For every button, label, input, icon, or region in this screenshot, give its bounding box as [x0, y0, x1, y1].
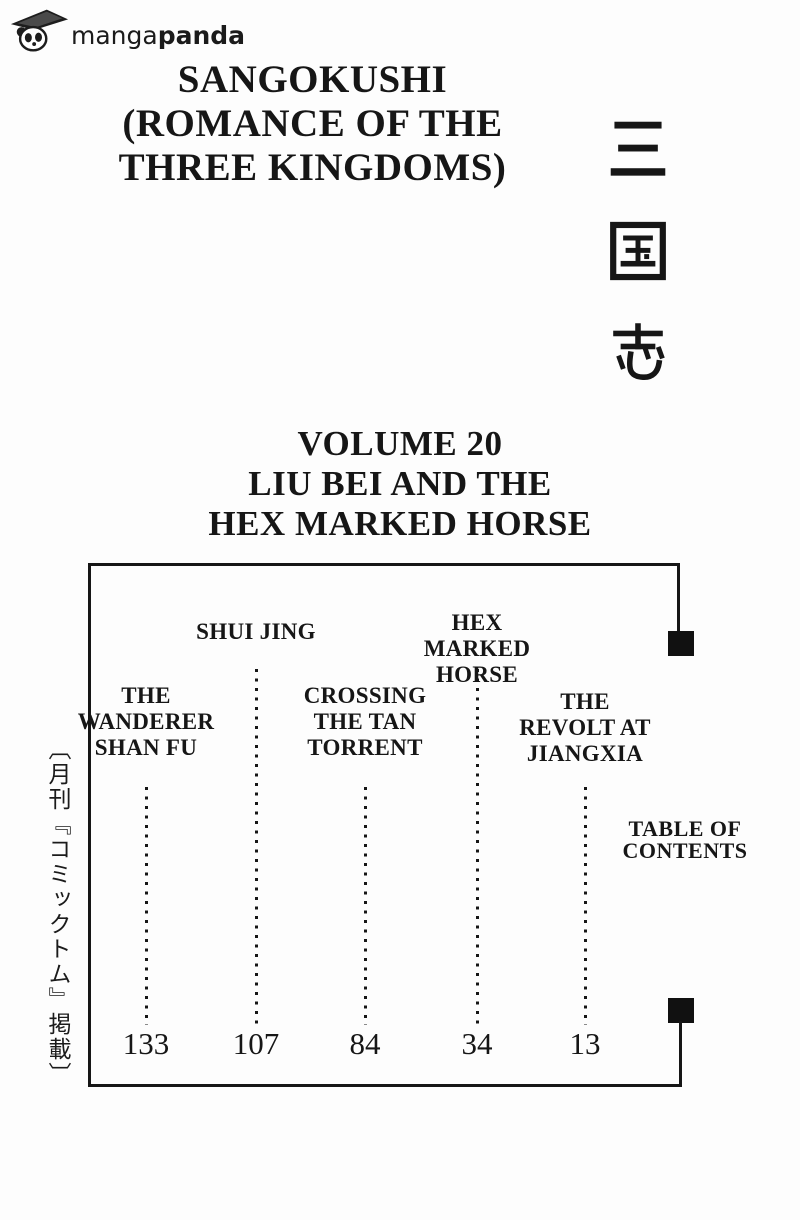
toc-page-number: 13: [569, 1026, 601, 1061]
toc-entry-title: THE REVOLT AT JIANGXIA: [505, 689, 665, 767]
toc-title-line: JIANGXIA: [526, 741, 644, 766]
dotted-leader: [255, 669, 258, 1025]
toc-label: TABLE OF CONTENTS: [610, 818, 760, 862]
toc-label-line: TABLE OF: [628, 816, 742, 841]
toc-page-number: 133: [122, 1026, 170, 1061]
toc-title-line: CROSSING: [303, 683, 427, 708]
toc-frame: [88, 563, 680, 1087]
dotted-leader: [364, 787, 367, 1025]
dotted-leader: [145, 787, 148, 1025]
toc-frame-top-right-line: [677, 563, 680, 633]
toc-entry-title: THE WANDERER SHAN FU: [66, 683, 226, 761]
volume-title: VOLUME 20 LIU BEI AND THE HEX MARKED HOR…: [180, 424, 620, 544]
toc-page-number: 107: [232, 1026, 280, 1061]
serialization-note-vertical: 〔月刊『コミックトム』掲載〕: [44, 737, 70, 1087]
logo-wordmark: mangapanda: [71, 23, 245, 48]
toc-frame-top-square: [668, 631, 694, 656]
panda-hat-icon: [8, 6, 70, 57]
kanji-san-icon: [610, 121, 666, 176]
toc-page-number: 84: [349, 1026, 381, 1061]
toc-title-line: THE TAN: [313, 709, 417, 734]
toc-title-line: THE: [560, 689, 610, 714]
toc-title-line: REVOLT AT: [519, 715, 651, 740]
toc-title-line: THE: [121, 683, 171, 708]
toc-frame-bottom-square: [668, 998, 694, 1023]
toc-title-line: TORRENT: [307, 735, 423, 760]
logo-text-panda: panda: [157, 21, 246, 50]
volume-title-line: VOLUME 20: [297, 424, 503, 463]
series-title-line: SANGOKUSHI: [177, 58, 448, 101]
toc-entry-title: SHUI JING: [176, 619, 336, 645]
series-title-line: THREE KINGDOMS): [118, 146, 507, 189]
toc-frame-bottom-right-line: [679, 1021, 682, 1087]
logo-text-manga: manga: [71, 21, 158, 50]
kanji-title-vertical: [607, 118, 669, 384]
series-title: SANGOKUSHI (ROMANCE OF THE THREE KINGDOM…: [85, 58, 540, 190]
toc-title-line: SHAN FU: [94, 735, 198, 760]
kanji-koku-icon: [610, 221, 666, 281]
dotted-leader: [584, 787, 587, 1025]
toc-entry-title: CROSSING THE TAN TORRENT: [285, 683, 445, 761]
toc-label-line: CONTENTS: [622, 838, 748, 863]
volume-title-line: LIU BEI AND THE: [248, 464, 552, 503]
toc-title-line: SHUI JING: [196, 619, 316, 644]
volume-title-line: HEX MARKED HORSE: [208, 504, 592, 543]
kanji-shi-icon: [613, 323, 665, 380]
mangapanda-logo: mangapanda: [8, 6, 245, 57]
toc-title-line: WANDERER: [77, 709, 215, 734]
series-title-line: (ROMANCE OF THE: [122, 102, 503, 145]
dotted-leader: [476, 669, 479, 1025]
toc-page-number: 34: [461, 1026, 493, 1061]
toc-title-line: HEX MARKED: [423, 610, 531, 661]
